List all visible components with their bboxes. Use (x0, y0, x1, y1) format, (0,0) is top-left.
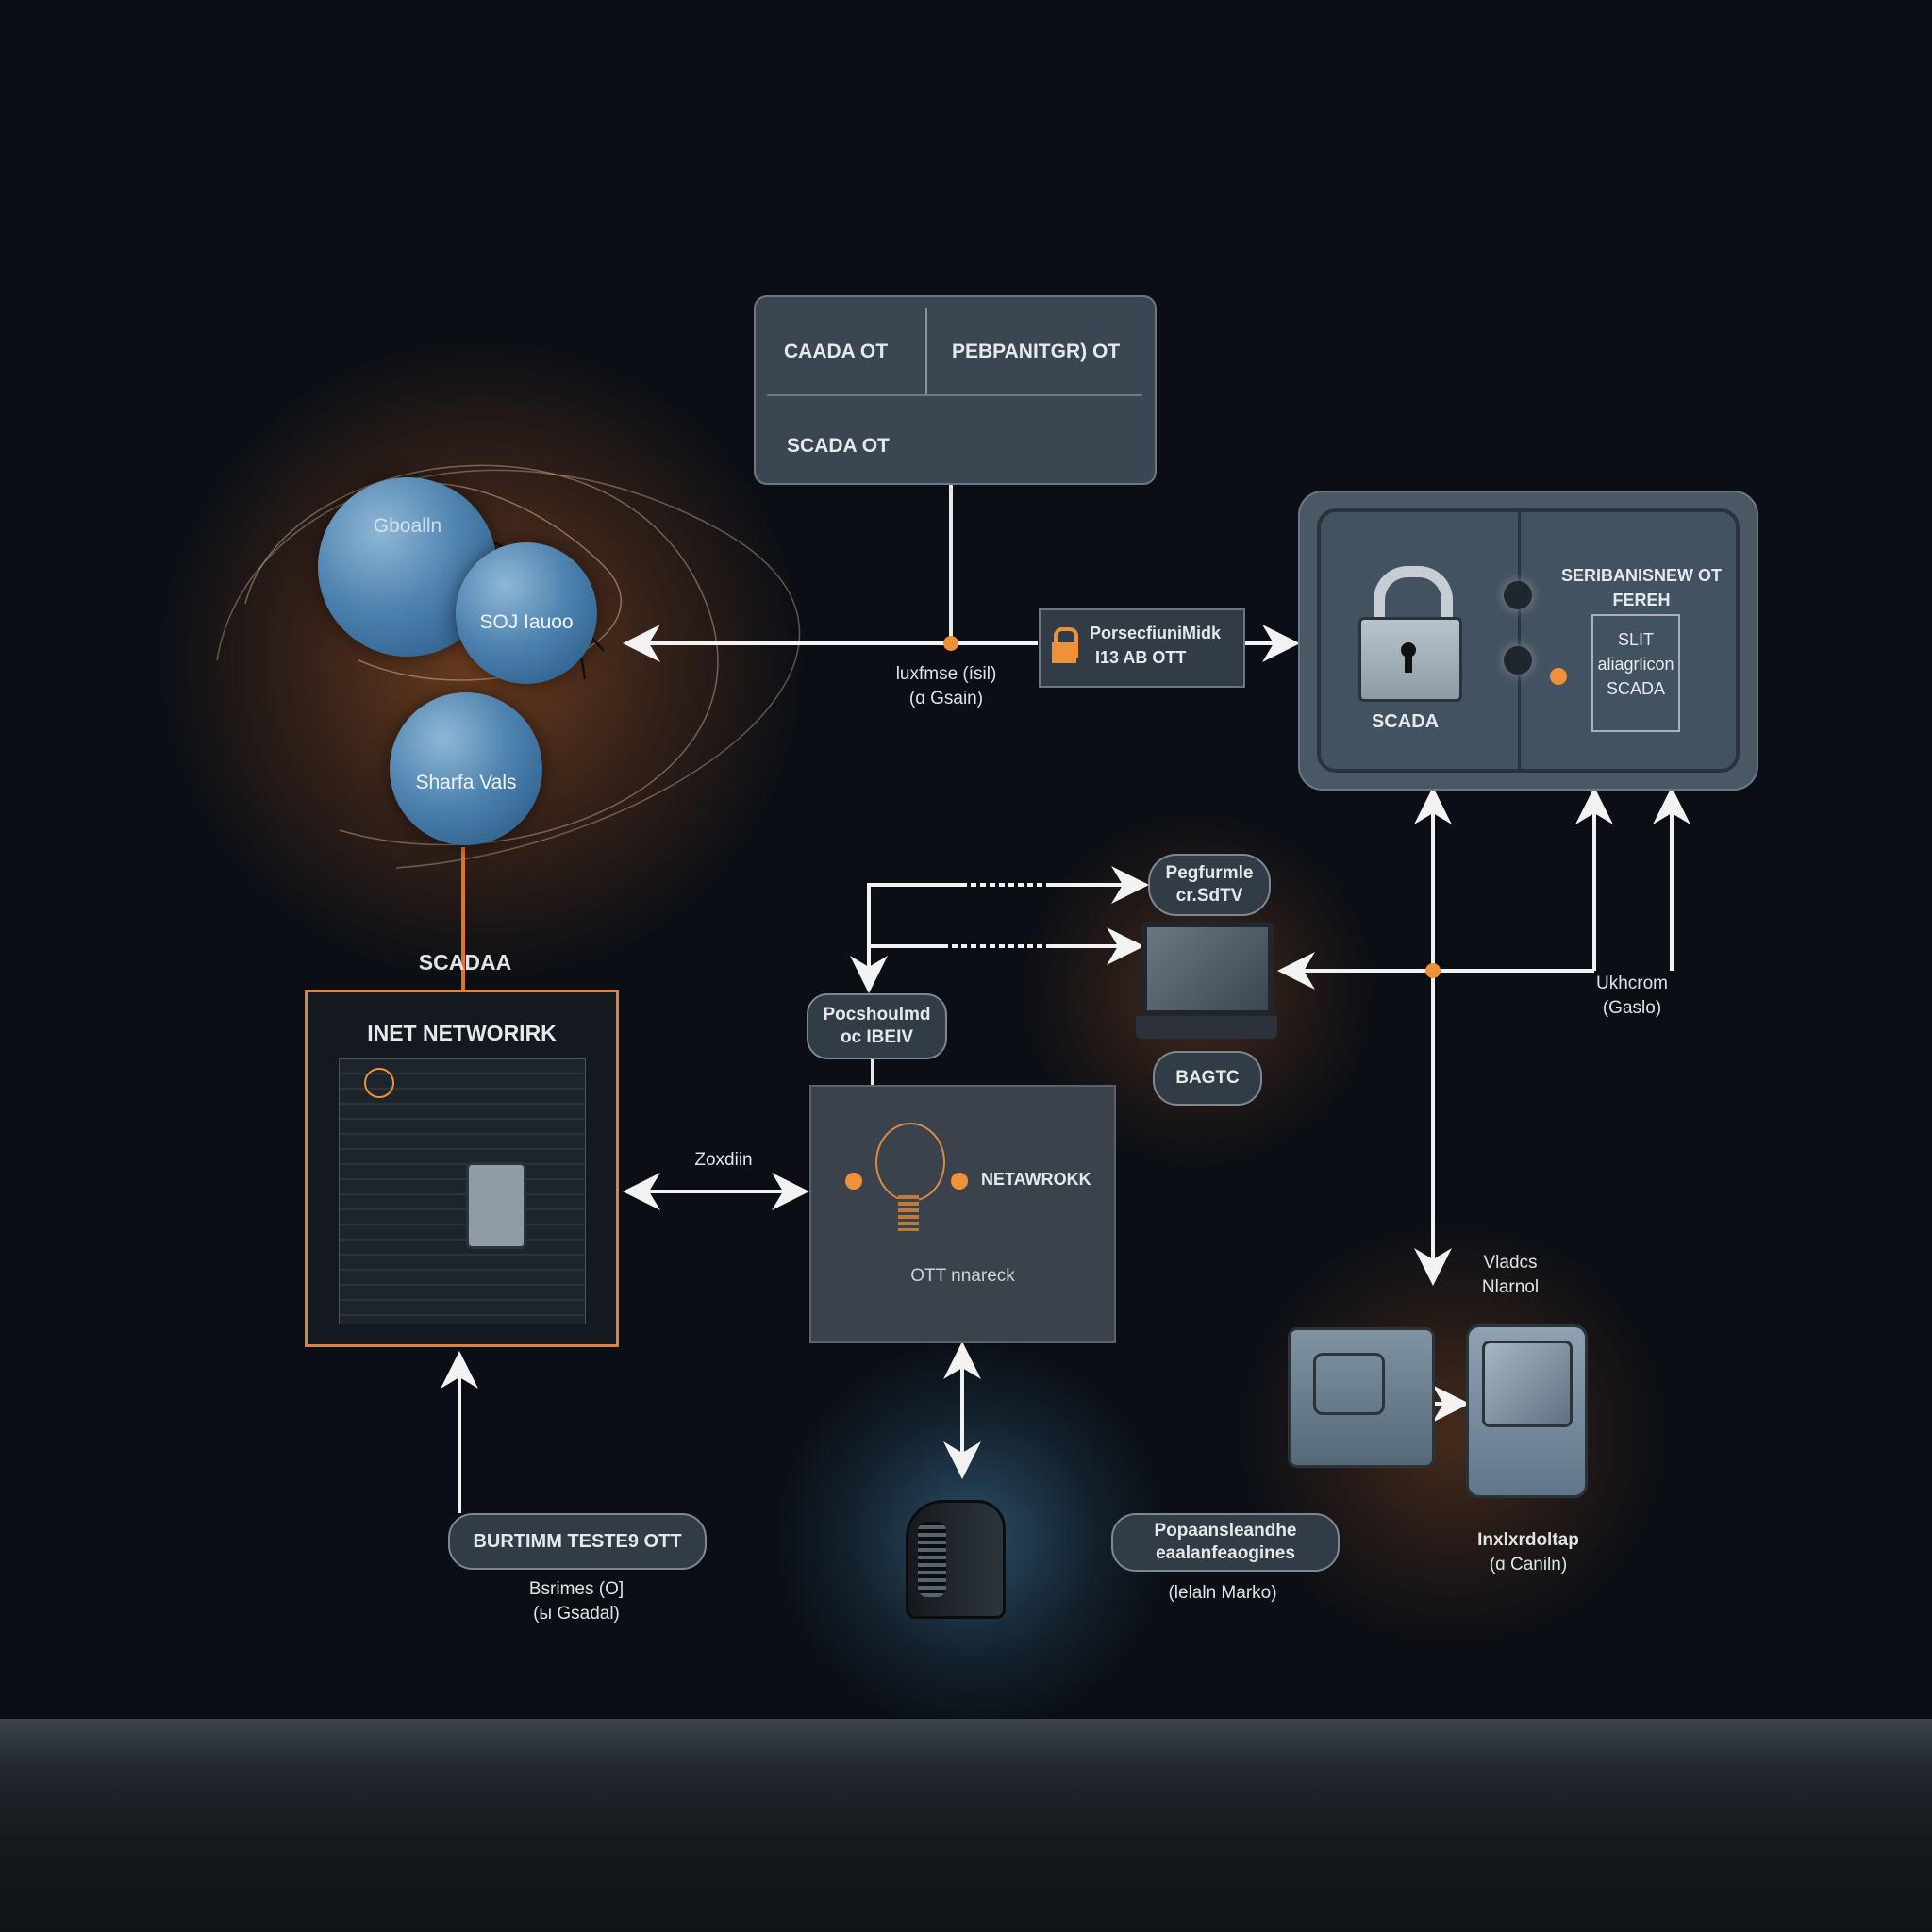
lock-box-label: I13 AB OTT (1095, 648, 1187, 667)
divider (925, 308, 927, 395)
dashboard-screen (339, 1058, 586, 1324)
tablet-icon (1288, 1327, 1435, 1468)
inet-title: INET NETWORIRK (367, 1021, 557, 1045)
network-title: NETAWROKK (981, 1170, 1091, 1189)
lightbulb-base (898, 1195, 919, 1231)
bottom-left-label: Bsrimes (O](ы Gsadal) (528, 1579, 625, 1624)
bottom-right-label: Inxlxrdoltap(ɑ Caniln) (1477, 1530, 1579, 1574)
floor-band (0, 1719, 1932, 1932)
junction-dot (1425, 963, 1441, 978)
branch-line (850, 883, 1146, 993)
status-dot (1550, 668, 1567, 685)
network-subtitle: OTT nnareck (910, 1266, 1015, 1286)
junction-dot (943, 636, 958, 651)
pill-bottom-left[interactable]: BURTIMM TESTE9 OTT (448, 1513, 707, 1570)
laptop-base (1136, 1016, 1277, 1039)
phone-icon (1466, 1324, 1588, 1498)
sphere-node[interactable]: SOJ Iauoo (456, 542, 597, 684)
indicator-knob[interactable] (1504, 646, 1532, 675)
pill-bagtc[interactable]: BAGTC (1153, 1051, 1262, 1106)
divider (767, 394, 1142, 396)
status-dot (845, 1173, 862, 1190)
lock-box-label: PorsecfiuniMidk (1090, 624, 1222, 642)
lock-box[interactable]: PorsecfiuniMidk I13 AB OTT (1039, 608, 1245, 688)
scada-lock-label: SCADA (1372, 711, 1440, 732)
zone-label: Zoxdiin (694, 1150, 753, 1170)
lightbulb-icon (875, 1123, 945, 1202)
tablet-screen (1313, 1353, 1385, 1415)
phone-screen (1482, 1341, 1573, 1427)
cell-label: CAADA OT (784, 341, 889, 362)
device-icon (466, 1162, 526, 1249)
junction-label: luxfmse (ísil)(ɑ Gsain) (895, 664, 997, 708)
status-dot (951, 1173, 968, 1190)
cell-label: PEBPANITGR) OT (952, 341, 1121, 362)
right-label: Ukhcrom(Gaslo) (1595, 974, 1669, 1018)
laptop-icon (1141, 922, 1274, 1016)
network-box[interactable]: NETAWROKK OTT nnareck (809, 1085, 1116, 1343)
router-grille (918, 1522, 946, 1597)
cell-label: SCADA OT (787, 435, 890, 457)
scada-label: SCADAA (418, 950, 512, 974)
bottom-mid-label: (lelaln Marko) (1168, 1583, 1277, 1603)
keyhole-slot (1405, 652, 1412, 673)
divider (1518, 512, 1521, 769)
router-icon (906, 1500, 1006, 1619)
padlock-body (1052, 642, 1076, 663)
orbit-line (244, 464, 719, 846)
top-info-box[interactable]: CAADA OT PEBPANITGR) OT SCADA OT (754, 295, 1157, 485)
orbit-line (216, 469, 801, 869)
padlock-body (1358, 617, 1462, 702)
indicator-knob[interactable] (1504, 581, 1532, 609)
lightbulb-icon (364, 1068, 394, 1098)
inet-network-box[interactable]: INET NETWORIRK (305, 990, 619, 1347)
sphere-node[interactable]: Sharfa Vals (390, 692, 542, 845)
